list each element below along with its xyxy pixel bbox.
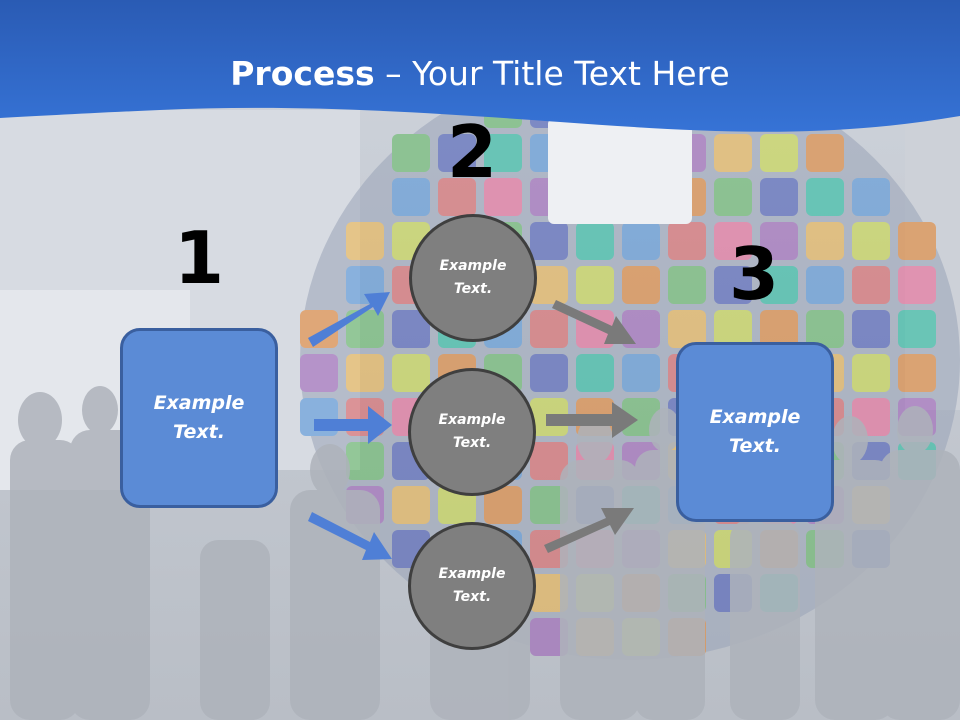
circle-1-line2: Text. [453, 281, 493, 297]
globe-tile [438, 134, 476, 172]
arrow-gray-right [546, 402, 638, 438]
globe-tile [530, 574, 568, 612]
arrow-blue-right [314, 406, 392, 444]
globe-tile [530, 442, 568, 480]
globe-tile [392, 486, 430, 524]
globe-tile [484, 134, 522, 172]
globe-tile [898, 310, 936, 348]
globe-tile [484, 486, 522, 524]
globe-tile [392, 354, 430, 392]
globe-tile [530, 222, 568, 260]
globe-tile [714, 266, 752, 304]
header-band [0, 0, 960, 132]
title-bold: Process [230, 54, 375, 93]
globe-tile [852, 266, 890, 304]
globe-tile [714, 222, 752, 260]
step-number-1: 1 [173, 216, 225, 300]
globe-tile [760, 222, 798, 260]
circle-2-line2: Text. [452, 435, 492, 451]
step-3-text-line2: Text. [729, 435, 781, 457]
globe-tile [898, 266, 936, 304]
globe-tile [576, 222, 614, 260]
globe-tile [392, 310, 430, 348]
step-number-3: 3 [728, 232, 780, 316]
globe-tile [668, 222, 706, 260]
globe-tile [392, 178, 430, 216]
globe-tile [806, 134, 844, 172]
globe-tile [438, 178, 476, 216]
globe-tile [852, 222, 890, 260]
globe-tile [806, 222, 844, 260]
circle-3-line1: Example [438, 566, 506, 582]
globe-tile [760, 134, 798, 172]
globe-tile [530, 618, 568, 656]
globe-tile [346, 354, 384, 392]
globe-tile [852, 310, 890, 348]
title-rest: – Your Title Text Here [374, 54, 730, 93]
globe-tile [300, 354, 338, 392]
globe-tile [852, 178, 890, 216]
globe-tile [346, 222, 384, 260]
globe-tile [760, 266, 798, 304]
step-1-text-line1: Example [153, 392, 245, 414]
globe-tile [806, 310, 844, 348]
globe-tile [622, 354, 660, 392]
globe-tile [898, 222, 936, 260]
globe-tile [714, 310, 752, 348]
globe-tile [760, 178, 798, 216]
globe-tile [760, 310, 798, 348]
globe-tile [714, 134, 752, 172]
globe-tile [714, 178, 752, 216]
step-number-2: 2 [446, 110, 498, 194]
globe-tile [668, 266, 706, 304]
globe-tile [622, 266, 660, 304]
globe-tile [346, 310, 384, 348]
globe-tile [346, 442, 384, 480]
globe-tile [530, 310, 568, 348]
arrow-gray-up [544, 508, 634, 553]
globe-tile [576, 266, 614, 304]
globe-tile [576, 354, 614, 392]
arrow-gray-down [552, 300, 636, 344]
globe-tile [392, 134, 430, 172]
circle-1-line1: Example [439, 258, 507, 274]
globe-tile [622, 222, 660, 260]
globe-tile [484, 178, 522, 216]
globe-tile [806, 266, 844, 304]
globe-tile [530, 354, 568, 392]
slide-title: Process – Your Title Text Here [0, 52, 960, 96]
globe-tile [852, 354, 890, 392]
globe-tile [530, 266, 568, 304]
globe-tile [530, 486, 568, 524]
globe-tile [898, 354, 936, 392]
step-1-text-line2: Text. [173, 421, 225, 443]
circle-3-line2: Text. [452, 589, 492, 605]
step-3-text-line1: Example [709, 406, 801, 428]
globe-tile [806, 178, 844, 216]
circle-2-line1: Example [438, 412, 506, 428]
arrow-blue-up [308, 292, 390, 347]
arrow-blue-down [308, 512, 392, 560]
globe-tile [668, 310, 706, 348]
